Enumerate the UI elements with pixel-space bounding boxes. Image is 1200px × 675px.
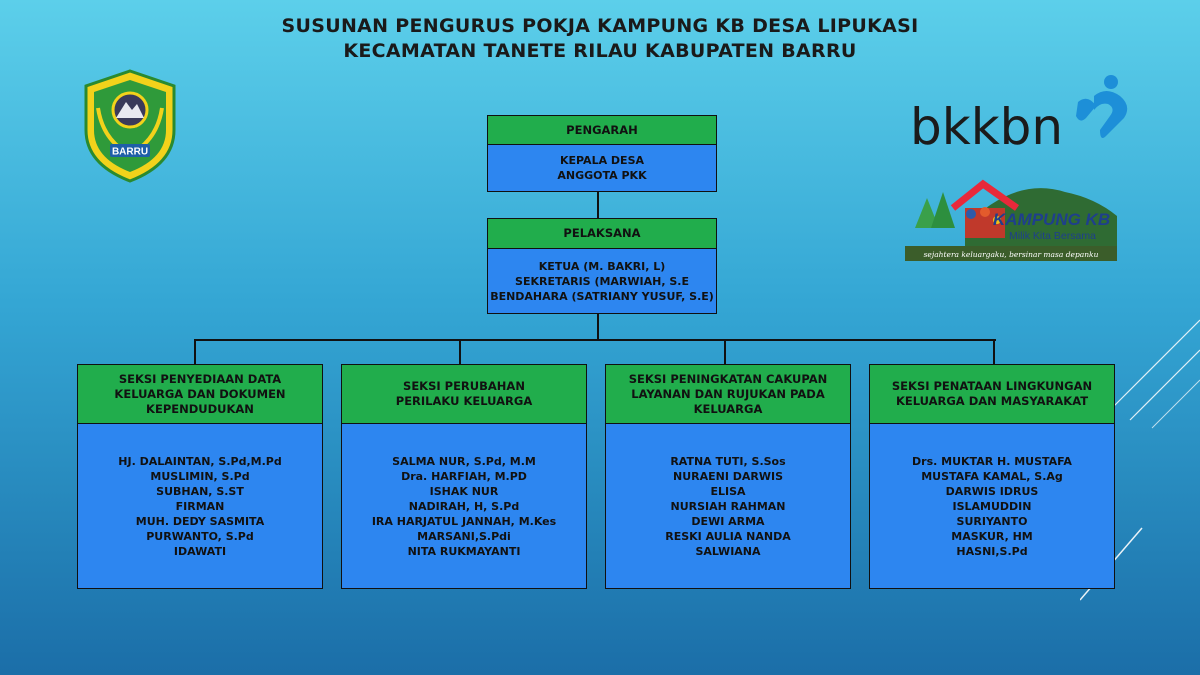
member-name: IRA HARJATUL JANNAH, M.Kes xyxy=(371,514,557,528)
member-name: MASKUR, HM xyxy=(951,529,1033,543)
seksi-2-header: SEKSI PERUBAHAN PERILAKU KELUARGA xyxy=(341,364,587,424)
pelaksana-members: KETUA (M. BAKRI, L) SEKRETARIS (MARWIAH,… xyxy=(487,248,717,314)
member-name: NITA RUKMAYANTI xyxy=(407,544,521,558)
pengarah-member: ANGGOTA PKK xyxy=(557,169,647,182)
seksi-2-title: SEKSI PERUBAHAN PERILAKU KELUARGA xyxy=(395,379,533,408)
member-name: DEWI ARMA xyxy=(691,514,765,528)
member-name: ISHAK NUR xyxy=(429,484,499,498)
pengarah-header: PENGARAH xyxy=(487,115,717,145)
seksi-3-members: RATNA TUTI, S.Sos NURAENI DARWIS ELISA N… xyxy=(605,423,851,589)
member-name: RATNA TUTI, S.Sos xyxy=(670,454,786,468)
member-name: NURSIAH RAHMAN xyxy=(670,499,786,513)
member-name: ELISA xyxy=(710,484,746,498)
pelaksana-header-label: PELAKSANA xyxy=(563,226,641,240)
kampung-kb-tagline: sejahtera keluargaku, bersinar masa depa… xyxy=(924,250,1099,259)
member-name: DARWIS IDRUS xyxy=(945,484,1039,498)
seksi-3-header: SEKSI PENINGKATAN CAKUPAN LAYANAN DAN RU… xyxy=(605,364,851,424)
connector-pelaksana-bus xyxy=(597,314,599,340)
member-name: MARSANI,S.Pdi xyxy=(417,529,511,543)
pelaksana-member: KETUA (M. BAKRI, L) xyxy=(538,259,666,273)
bkkbn-logo-text: bkkbn xyxy=(910,98,1063,156)
member-name: IDAWATI xyxy=(173,544,227,558)
member-name: PURWANTO, S.Pd xyxy=(146,529,254,543)
seksi-1-members: HJ. DALAINTAN, S.Pd,M.Pd MUSLIMIN, S.Pd … xyxy=(77,423,323,589)
member-name: MUSTAFA KAMAL, S.Ag xyxy=(921,469,1063,483)
barru-logo-text: BARRU xyxy=(112,147,148,158)
seksi-4-title: SEKSI PENATAAN LINGKUNGAN KELUARGA DAN M… xyxy=(891,379,1093,408)
member-name: SALMA NUR, S.Pd, M.M xyxy=(392,454,536,468)
member-name: SURIYANTO xyxy=(956,514,1028,528)
connector-pengarah-pelaksana xyxy=(597,192,599,218)
member-name: NURAENI DARWIS xyxy=(672,469,784,483)
seksi-1-title: SEKSI PENYEDIAAN DATA KELUARGA DAN DOKUM… xyxy=(114,371,286,416)
member-name: SUBHAN, S.ST xyxy=(156,484,244,498)
pengarah-header-label: PENGARAH xyxy=(566,122,638,137)
connector-seksi-3 xyxy=(724,339,726,364)
member-name: ISLAMUDDIN xyxy=(952,499,1032,513)
kampung-kb-title: KAMPUNG KB xyxy=(993,210,1110,229)
member-name: Dra. HARFIAH, M.PD xyxy=(401,469,527,483)
member-name: HJ. DALAINTAN, S.Pd,M.Pd xyxy=(118,454,282,468)
member-name: SALWIANA xyxy=(695,544,761,558)
member-name: MUH. DEDY SASMITA xyxy=(135,514,265,528)
pengarah-members: KEPALA DESA ANGGOTA PKK xyxy=(487,144,717,192)
seksi-3-title: SEKSI PENINGKATAN CAKUPAN LAYANAN DAN RU… xyxy=(628,371,828,416)
member-name: NADIRAH, H, S.Pd xyxy=(408,499,520,513)
connector-seksi-2 xyxy=(459,339,461,364)
bkkbn-logo-icon: bkkbn xyxy=(910,75,1128,156)
seksi-1-header: SEKSI PENYEDIAAN DATA KELUARGA DAN DOKUM… xyxy=(77,364,323,424)
connector-seksi-4 xyxy=(993,339,995,364)
kampung-kb-logo-icon: KAMPUNG KB Milik Kita Bersama sejahtera … xyxy=(905,179,1117,261)
member-name: MUSLIMIN, S.Pd xyxy=(150,469,250,483)
pelaksana-member: SEKRETARIS (MARWIAH, S.E xyxy=(515,274,689,288)
connector-seksi-1 xyxy=(194,339,196,364)
seksi-2-members: SALMA NUR, S.Pd, M.M Dra. HARFIAH, M.PD … xyxy=(341,423,587,589)
seksi-4-members: Drs. MUKTAR H. MUSTAFA MUSTAFA KAMAL, S.… xyxy=(869,423,1115,589)
seksi-4-header: SEKSI PENATAAN LINGKUNGAN KELUARGA DAN M… xyxy=(869,364,1115,424)
barru-regency-emblem-icon: BARRU xyxy=(84,69,176,183)
title-line-2: KECAMATAN TANETE RILAU KABUPATEN BARRU xyxy=(343,40,857,62)
kampung-kb-subtitle: Milik Kita Bersama xyxy=(1009,230,1096,242)
pelaksana-member: BENDAHARA (SATRIANY YUSUF, S.E) xyxy=(490,289,714,303)
page-title: SUSUNAN PENGURUS POKJA KAMPUNG KB DESA L… xyxy=(0,14,1200,64)
connector-bus-horizontal xyxy=(194,339,996,341)
member-name: RESKI AULIA NANDA xyxy=(665,529,791,543)
pengarah-member: KEPALA DESA xyxy=(559,154,645,167)
member-name: HASNI,S.Pd xyxy=(956,544,1028,558)
pelaksana-header: PELAKSANA xyxy=(487,218,717,249)
title-line-1: SUSUNAN PENGURUS POKJA KAMPUNG KB DESA L… xyxy=(281,15,919,37)
member-name: Drs. MUKTAR H. MUSTAFA xyxy=(912,454,1072,468)
member-name: FIRMAN xyxy=(175,499,225,513)
